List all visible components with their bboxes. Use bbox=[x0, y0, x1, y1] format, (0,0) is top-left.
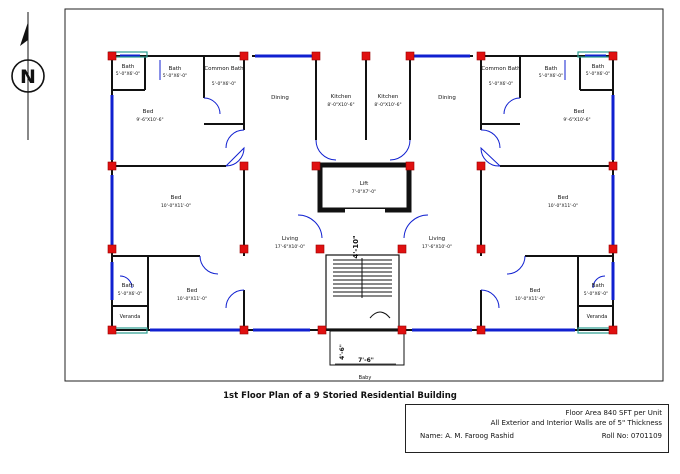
room-baby: Baby bbox=[359, 375, 372, 381]
room-bed-l2-dim: 10'-0"X11'-0" bbox=[161, 203, 191, 209]
room-bath-l1-dim: 5'-0"X6'-0" bbox=[116, 71, 140, 77]
room-bed-r1-dim: 9'-6"X10'-6" bbox=[563, 117, 590, 123]
lift-shaft bbox=[317, 162, 412, 215]
door-swings bbox=[119, 60, 606, 309]
room-living-l-dim: 17'-6"X10'-0" bbox=[275, 244, 305, 250]
room-lift: Lift bbox=[360, 181, 369, 187]
room-bed-r2: Bed bbox=[558, 195, 569, 201]
room-kitchen-r: Kitchen bbox=[378, 94, 399, 100]
room-bed-l3: Bed bbox=[187, 288, 198, 294]
room-veranda-r: Veranda bbox=[587, 314, 608, 320]
room-bath-r2-dim: 5'-0"X6'-0" bbox=[586, 71, 610, 77]
room-bed-l1: Bed bbox=[143, 109, 154, 115]
room-kitchen-r-dim: 8'-0"X10'-6" bbox=[374, 102, 401, 108]
dim-lobby: 4'-6" bbox=[339, 344, 346, 360]
room-dining-l: Dining bbox=[271, 95, 289, 101]
room-veranda-l: Veranda bbox=[120, 314, 141, 320]
room-bed-r3-dim: 10'-0"X11'-0" bbox=[515, 296, 545, 302]
room-common-bath-r-dim: 5'-0"X6'-0" bbox=[489, 81, 513, 87]
north-arrow-icon: N bbox=[11, 12, 45, 140]
room-living-l: Living bbox=[282, 236, 298, 242]
room-bath-r1-dim: 5'-0"X6'-0" bbox=[539, 73, 563, 79]
dim-stair-width: 7'-6" bbox=[358, 357, 374, 364]
room-living-r: Living bbox=[429, 236, 445, 242]
staircase bbox=[325, 254, 405, 366]
walls-note: All Exterior and Interior Walls are of 5… bbox=[490, 419, 662, 427]
sheet-border bbox=[64, 8, 664, 382]
room-living-r-dim: 17'-6"X10'-0" bbox=[422, 244, 452, 250]
room-kitchen-l-dim: 8'-0"X10'-6" bbox=[327, 102, 354, 108]
north-letter: N bbox=[20, 66, 36, 88]
room-bath-r2: Bath bbox=[592, 64, 605, 70]
drawing-caption: 1st Floor Plan of a 9 Storied Residentia… bbox=[223, 391, 457, 401]
room-lift-dim: 7'-0"X7'-0" bbox=[352, 189, 376, 195]
room-bed-r1: Bed bbox=[574, 109, 585, 115]
room-bath-r1: Bath bbox=[545, 66, 558, 72]
room-common-bath-r: Common Bath bbox=[481, 66, 521, 72]
title-block: Floor Area 840 SFT per Unit All Exterior… bbox=[405, 404, 669, 453]
columns bbox=[107, 51, 618, 335]
room-bath-l3-dim: 5'-0"X6'-0" bbox=[118, 291, 142, 297]
room-bath-r3: Bath bbox=[592, 283, 605, 289]
room-bath-l3: Bath bbox=[122, 283, 135, 289]
windows bbox=[110, 54, 615, 332]
room-bed-l2: Bed bbox=[171, 195, 182, 201]
room-bed-l1-dim: 9'-6"X10'-6" bbox=[136, 117, 163, 123]
room-bed-r2-dim: 10'-0"X11'-0" bbox=[548, 203, 578, 209]
room-bed-r3: Bed bbox=[530, 288, 541, 294]
room-bath-l1: Bath bbox=[122, 64, 135, 70]
room-kitchen-l: Kitchen bbox=[331, 94, 352, 100]
room-dining-r: Dining bbox=[438, 95, 456, 101]
room-bed-l3-dim: 10'-0"X11'-0" bbox=[177, 296, 207, 302]
room-labels: Bath 5'-0"X6'-0" Bath 5'-0"X6'-0" Common… bbox=[116, 64, 610, 381]
room-common-bath-l-dim: 5'-0"X6'-0" bbox=[212, 81, 236, 87]
roll-number: Roll No: 0701109 bbox=[601, 432, 662, 440]
dimension-labels: 4'-10" 4'-6" 7'-6" bbox=[339, 235, 374, 364]
room-bath-l2-dim: 5'-0"X6'-0" bbox=[163, 73, 187, 79]
room-common-bath-l: Common Bath bbox=[204, 66, 244, 72]
room-bath-l2: Bath bbox=[169, 66, 182, 72]
dim-stair-vertical: 4'-10" bbox=[352, 235, 360, 258]
author-name: Name: A. M. Faroog Rashid bbox=[420, 432, 514, 440]
room-bath-r3-dim: 5'-0"X6'-0" bbox=[584, 291, 608, 297]
floor-area-note: Floor Area 840 SFT per Unit bbox=[565, 409, 662, 417]
